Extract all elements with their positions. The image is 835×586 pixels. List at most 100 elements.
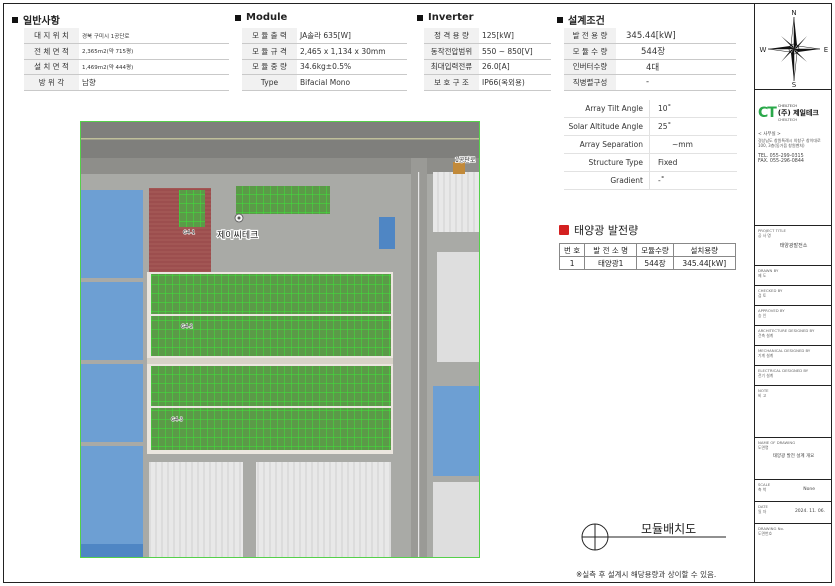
pv-array: [151, 408, 391, 450]
road-label: 1공단로: [455, 156, 476, 164]
spec-label: 최대입력전류: [424, 59, 479, 75]
table-cell: 345.44[kW]: [672, 256, 736, 270]
logo-mark: CT: [758, 105, 777, 121]
spec-value: Bifacial Mono: [297, 74, 407, 91]
spec-value: JA솔라 635[W]: [297, 28, 407, 44]
spec-value: 2,365m2(약 715평): [79, 43, 229, 60]
field-sub: 일 자: [758, 509, 767, 514]
scale-value: None: [803, 487, 815, 492]
right-buildings: [433, 162, 479, 557]
spec-label: 모 듈 중 량: [242, 59, 297, 75]
table-row: 1 태양광1 544장 345.44[kW]: [558, 256, 736, 270]
spec-value: -: [616, 74, 736, 91]
param-label: Solar Altitude Angle: [568, 122, 643, 131]
field-label: APPROVED BY: [758, 308, 785, 313]
param-value: 10˚: [649, 100, 737, 117]
param-row: Array Separation ~mm: [564, 136, 737, 154]
drawing-name: 태양광 발전 설계 개요: [772, 454, 815, 459]
spec-label: 모 듈 규 격: [242, 43, 297, 60]
footnote: ※실측 후 설계시 해당용량과 상이할 수 있음.: [576, 570, 717, 579]
spec-value: 544장: [616, 43, 736, 60]
spec-value: 550 ~ 850[V]: [479, 43, 551, 60]
compass-cell: N S E W: [755, 4, 832, 90]
general-section-title: 일반사항: [12, 12, 60, 27]
compass-e: E: [824, 46, 828, 54]
spec-label: 모 듈 출 력: [242, 28, 297, 44]
address-label: < 사무실 >: [758, 132, 781, 137]
spec-label: 대 지 위 치: [24, 28, 79, 44]
company-name: (주) 제일테크: [777, 109, 819, 117]
spec-value: 34.6kg±0.5%: [297, 59, 407, 75]
field-label: DRAWING No.: [758, 526, 784, 531]
pv-array: [236, 186, 330, 214]
project-title: 태양광발전소: [779, 243, 808, 249]
table-cell: 태양광1: [584, 256, 638, 270]
param-row: Solar Altitude Angle 25˚: [564, 118, 737, 136]
road-top: [81, 122, 479, 158]
spec-value: 경북 구미시 1공단로: [79, 28, 229, 44]
field-label: CHECKED BY: [758, 288, 783, 293]
spec-value: 2,465 x 1,134 x 30mm: [297, 43, 407, 60]
spec-value: 125[kW]: [479, 28, 551, 44]
spec-label: 보 호 구 조: [424, 74, 479, 91]
compass-n: N: [791, 9, 796, 17]
spec-value: 345.44[kW]: [616, 28, 736, 44]
table-cell: 1: [558, 256, 586, 270]
column-header: 설치용량: [672, 243, 736, 257]
design-title: 설계조건: [568, 16, 605, 27]
spec-value: IP66(옥외용): [479, 74, 551, 91]
spec-value: 남향: [79, 74, 229, 91]
company-small: CHEILTECH: [777, 104, 798, 108]
spec-label: 직병렬구성: [564, 74, 616, 91]
spec-label: 설 치 면 적: [24, 59, 79, 75]
document-icon: [559, 225, 573, 239]
field-sub: 건축 설계: [758, 333, 774, 338]
aerial-site-map: 제이씨테크 1공단로 G4-1 G4-2 G4-3: [80, 121, 480, 558]
bullet-square-icon: [235, 14, 241, 21]
bullet-square-icon: [12, 16, 18, 23]
field-label: MECHANICAL DESIGNED BY: [758, 348, 811, 353]
param-value: 25˚: [649, 118, 737, 135]
param-label: Array Separation: [579, 140, 643, 149]
compass-w: W: [760, 46, 767, 54]
param-row: Gradient-˚: [564, 172, 737, 190]
company-tel: TEL. 055-299-0315: [758, 154, 804, 159]
field-label: NOTE: [758, 388, 769, 393]
pv-array: [151, 274, 391, 314]
field-sub: 전기 설계: [758, 373, 774, 378]
table-cell: 544장: [636, 256, 674, 270]
roof-tag: G4-2: [181, 324, 193, 330]
pv-array: [151, 366, 391, 406]
column-header: 번 호: [558, 243, 586, 257]
param-label: Gradient: [610, 176, 643, 185]
field-sub: 비 고: [758, 393, 767, 398]
column-header: 모듈수량: [636, 243, 674, 257]
spec-label: 전 체 면 적: [24, 43, 79, 60]
generation-section-title: 태양광 발전량: [559, 222, 638, 239]
pv-array: [179, 190, 205, 227]
scale-cell: SCALE 축 척 None: [755, 480, 832, 502]
field-label: DRAWN BY: [758, 268, 779, 273]
field-sub: 도면명: [758, 445, 769, 450]
general-title: 일반사항: [23, 16, 60, 27]
left-buildings: [81, 190, 143, 557]
south-building: [149, 462, 243, 557]
bullet-square-icon: [557, 16, 563, 23]
drawing-name-cell: NAME OF DRAWING 도면명 태양광 발전 설계 개요: [755, 438, 832, 480]
param-value: ~mm: [649, 136, 737, 153]
field-label: SCALE: [758, 482, 771, 487]
